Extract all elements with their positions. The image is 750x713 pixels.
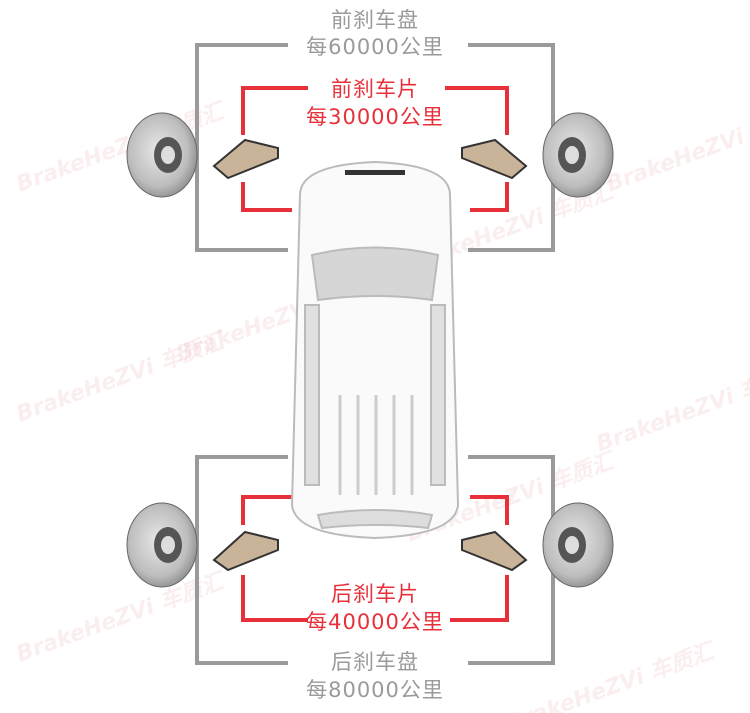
rear-disc-interval: 每80000公里 — [306, 678, 444, 702]
front-pad-bracket — [241, 86, 509, 212]
front-pad-interval: 每30000公里 — [306, 105, 444, 129]
brake-disc-rear-left — [126, 502, 198, 588]
rear-pad-interval: 每40000公里 — [306, 610, 444, 634]
brake-pad-rear-right — [461, 530, 528, 572]
front-disc-interval: 每60000公里 — [306, 35, 444, 59]
rear-disc-title: 后刹车盘 — [331, 650, 419, 674]
brake-disc-front-left — [126, 112, 198, 198]
rear-pad-bracket — [241, 495, 509, 622]
brake-pad-front-left — [212, 138, 279, 180]
rear-pad-title: 后刹车片 — [331, 582, 419, 606]
brake-pad-front-right — [461, 138, 528, 180]
brake-pad-rear-left — [212, 530, 279, 572]
front-pad-title: 前刹车片 — [331, 77, 419, 101]
brake-disc-front-right — [542, 112, 614, 198]
brake-disc-rear-right — [542, 502, 614, 588]
front-disc-title: 前刹车盘 — [331, 8, 419, 32]
car-top-view — [290, 160, 460, 540]
